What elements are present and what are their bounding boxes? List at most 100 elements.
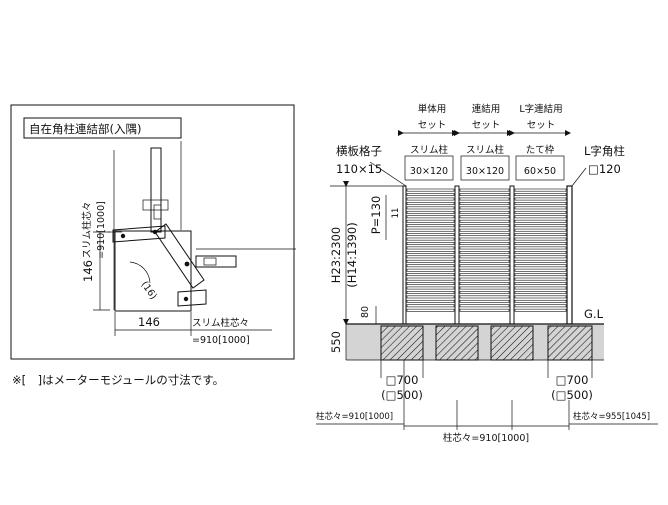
slat [406,304,455,308]
slat [406,202,455,205]
inset-angle: (16) [139,279,159,301]
slat [514,308,567,312]
slat [514,286,567,290]
slat [406,233,455,237]
slat [514,291,567,294]
slat [459,210,510,214]
bottom-right-dim: 柱芯々=955[1045] [573,411,650,422]
slat [406,299,455,303]
slat [406,228,455,232]
slat [459,282,510,285]
post-label-1: スリム柱 [410,144,449,156]
slat [406,268,455,272]
height-label: H23:2300 [329,227,343,283]
slat [514,273,567,277]
post-size-3: 60×50 [524,166,556,177]
slat [459,308,510,312]
slat [406,219,455,223]
vertical-panel [150,147,162,233]
slat [459,255,510,259]
slat [514,295,567,299]
slat [406,286,455,290]
footing-4 [547,325,593,361]
slat [514,255,567,259]
post-2 [454,185,460,325]
slat [514,228,567,232]
inset-dim-146-h: 146 [138,315,160,329]
slat [406,215,455,219]
slat [459,291,510,294]
slat [514,251,567,254]
post-label-3: たて枠 [526,144,555,156]
slat [406,255,455,259]
slat [406,242,455,245]
slat [406,210,455,214]
pitch-label: P=130 [369,196,383,235]
l-post-label: L字角柱 [584,144,625,158]
slat [459,206,510,210]
inset-dim-vertical-value: =910[1000] [96,201,107,259]
gl-label: G.L [584,307,604,321]
slat [459,295,510,299]
footing-1 [380,325,424,361]
slat [459,224,510,228]
slat [514,242,567,245]
slat [514,233,567,237]
inset-dim-horizontal-value: =910[1000] [192,335,250,346]
slat [406,273,455,277]
slat [514,237,567,241]
slat [459,228,510,232]
board-size: 110×15 [336,162,382,176]
slat [514,299,567,303]
post-size-1: 30×120 [410,166,448,177]
slat [406,291,455,294]
angled-hinge [154,223,205,289]
module-note: ※[ ]はメーターモジュールの寸法です。 [12,373,224,387]
inset-dim-horizontal: スリム柱芯々 [192,317,249,329]
slat [406,308,455,312]
inset-detail: 自在角柱連結部(入隅) スリム柱芯々 =910[1000] 146 ( [10,104,296,360]
slat [459,268,510,272]
slat [514,224,567,228]
foot-left: □700 [386,373,419,387]
height-alt-label: (H14:1390) [345,222,359,287]
slat [406,264,455,268]
header-lshape-line1: L字連結用 [519,103,562,115]
slat [514,202,567,205]
slat [514,259,567,263]
slat [514,210,567,214]
slat [514,215,567,219]
post-label-2: スリム柱 [466,144,505,156]
slat [406,295,455,299]
slat [459,233,510,237]
post-3 [509,185,515,325]
inset-title-box [23,117,182,139]
slat [459,193,510,196]
pitch-sub: 11 [391,208,401,219]
slat [459,259,510,263]
slat [459,219,510,223]
slat [459,277,510,281]
slat [514,206,567,210]
header-single-line1: 単体用 [418,103,447,115]
header-link-line1: 連結用 [472,103,501,115]
slat [459,304,510,308]
slat [514,197,567,201]
slat [406,193,455,196]
slat [406,197,455,201]
slat [514,277,567,281]
post-size-2: 30×120 [466,166,504,177]
post-1 [402,185,407,325]
square-post [114,230,192,312]
slat [406,206,455,210]
slat [514,219,567,223]
slat [514,188,567,192]
slat-group [406,188,567,312]
foot-left-alt: (□500) [381,388,423,402]
slat [459,264,510,268]
dim-80: 80 [360,306,371,318]
slat [406,282,455,285]
slat [459,251,510,254]
